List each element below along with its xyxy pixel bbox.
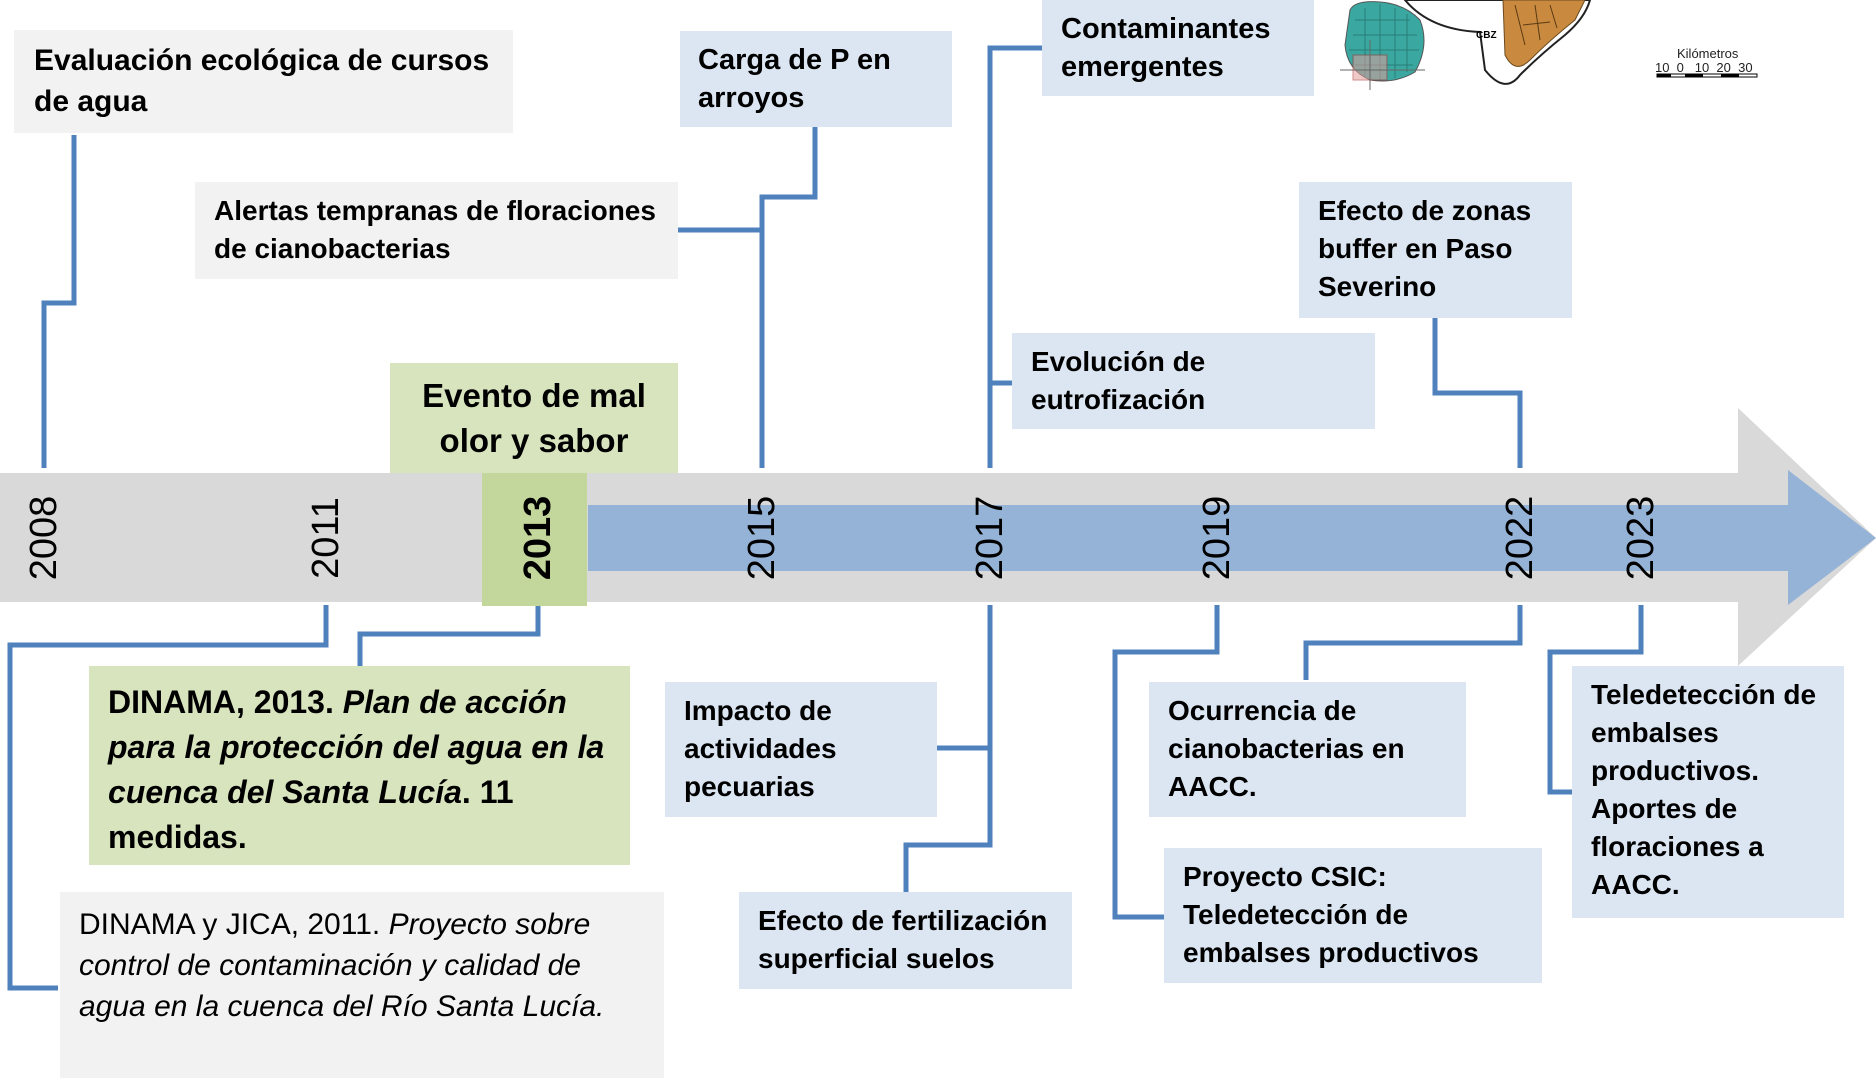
event-2017-contaminantes: Contaminantes emergentes <box>1042 0 1314 96</box>
year-2015: 2015 <box>741 495 783 581</box>
jica-title: Proyecto sobre control de contaminación … <box>79 908 605 1023</box>
event-2015-carga-p: Carga de P en arroyos <box>680 31 952 127</box>
event-2008: Evaluación ecológica de cursos de agua <box>14 30 513 133</box>
timeline-inner-arrow <box>588 470 1876 605</box>
connector-2011 <box>7 605 329 991</box>
event-2022-zonas-buffer: Efecto de zonas buffer en Paso Severino <box>1299 182 1572 318</box>
map-scale-bar <box>1656 73 1758 78</box>
event-2011-jica: DINAMA y JICA, 2011. Proyecto sobre cont… <box>60 892 664 1078</box>
connector-2017-cd <box>903 605 993 892</box>
year-2013: 2013 <box>517 495 559 581</box>
year-2013-highlight <box>482 473 587 606</box>
connector-2022-b <box>1303 605 1523 680</box>
plan-accion-title: Plan de acción para la protección del ag… <box>108 684 605 810</box>
year-2022: 2022 <box>1499 495 1541 581</box>
year-2023: 2023 <box>1620 495 1662 581</box>
connector-2013 <box>357 605 541 666</box>
connector-2019 <box>1112 605 1220 920</box>
plan-accion-lead: DINAMA, 2013. <box>108 684 334 720</box>
connector-2022-a <box>1432 318 1523 468</box>
event-2017-eutrofizacion: Evolución de eutrofización <box>1012 333 1375 429</box>
event-2013-mal-olor: Evento de mal olor y sabor <box>390 363 678 473</box>
event-2023-teledeteccion: Teledetección de embalses productivos. A… <box>1572 666 1844 918</box>
event-2013-plan-accion: DINAMA, 2013. Plan de acción para la pro… <box>89 666 630 865</box>
event-2019-cianobacterias: Ocurrencia de cianobacterias en AACC. <box>1149 682 1466 817</box>
connector-2017-a <box>987 45 1042 468</box>
map-fragment: CBZ Kilómetros 10 0 10 20 30 <box>1335 0 1775 95</box>
year-2019: 2019 <box>1196 495 1238 581</box>
year-2017: 2017 <box>969 495 1011 581</box>
connector-2008 <box>41 135 77 468</box>
map-image: CBZ Kilómetros 10 0 10 20 30 <box>1340 0 1758 90</box>
map-region-label: CBZ <box>1476 30 1497 41</box>
plan-accion-tail: . 11 medidas. <box>108 774 514 855</box>
event-2017-pecuarias: Impacto de actividades pecuarias <box>665 682 937 817</box>
year-2008: 2008 <box>23 495 65 581</box>
connector-2015-a <box>759 127 818 468</box>
event-2017-fertilizacion: Efecto de fertilización superficial suel… <box>739 892 1072 989</box>
event-2019-proyecto-csic: Proyecto CSIC: Teledetección de embalses… <box>1164 848 1542 983</box>
jica-lead: DINAMA y JICA, 2011. <box>79 908 381 941</box>
event-2015-alertas: Alertas tempranas de floraciones de cian… <box>195 182 678 279</box>
year-2011: 2011 <box>305 497 347 579</box>
map-scale-ticks: 10 0 10 20 30 <box>1655 60 1753 75</box>
map-scale-title: Kilómetros <box>1677 46 1739 61</box>
connector-2023 <box>1547 605 1644 795</box>
